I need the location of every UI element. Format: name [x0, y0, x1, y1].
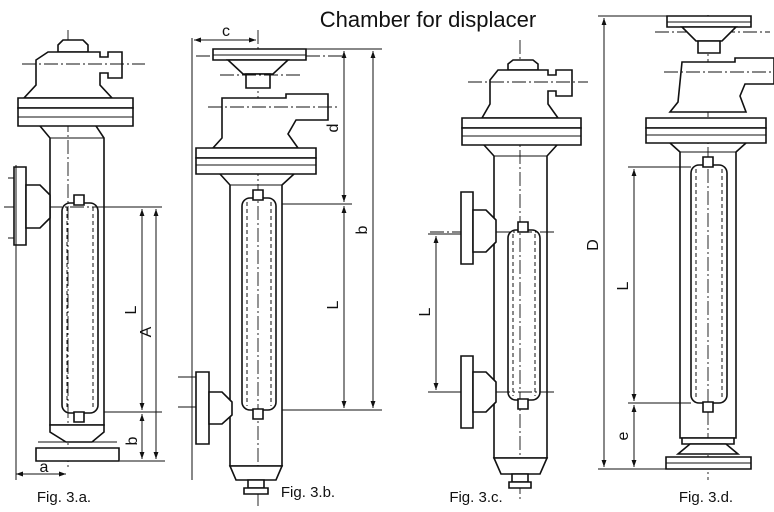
figure-caption: Fig. 3.c.	[449, 489, 502, 506]
dimension-label-d: d	[325, 124, 342, 133]
dimension-label-c: c	[222, 23, 230, 40]
dimension-label-L: L	[417, 307, 434, 316]
dimension-label-A: A	[138, 326, 155, 337]
figure-3c: L Fig. 3.c.	[417, 40, 588, 506]
figure-3d: D L e Fig. 3.d.	[585, 15, 774, 506]
figure-caption: Fig. 3.d.	[679, 489, 733, 506]
dimension-label-L: L	[615, 281, 632, 290]
dimension-label-b: b	[354, 225, 371, 234]
dimension-label-L: L	[325, 300, 342, 309]
dimension-label-D: D	[585, 239, 602, 251]
figure-3a: L A b a Fig. 3.a.	[4, 30, 165, 506]
dimension-label-b: b	[124, 436, 141, 445]
dimension-label-L: L	[123, 305, 140, 314]
figure-caption: Fig. 3.a.	[37, 489, 91, 506]
figure-caption: Fig. 3.b.	[281, 484, 335, 501]
page-title: Chamber for displacer	[320, 7, 536, 32]
figure-3b: c d L b Fig. 3.b.	[178, 23, 382, 508]
dimension-label-a: a	[40, 459, 49, 476]
dimension-label-e: e	[615, 431, 632, 440]
